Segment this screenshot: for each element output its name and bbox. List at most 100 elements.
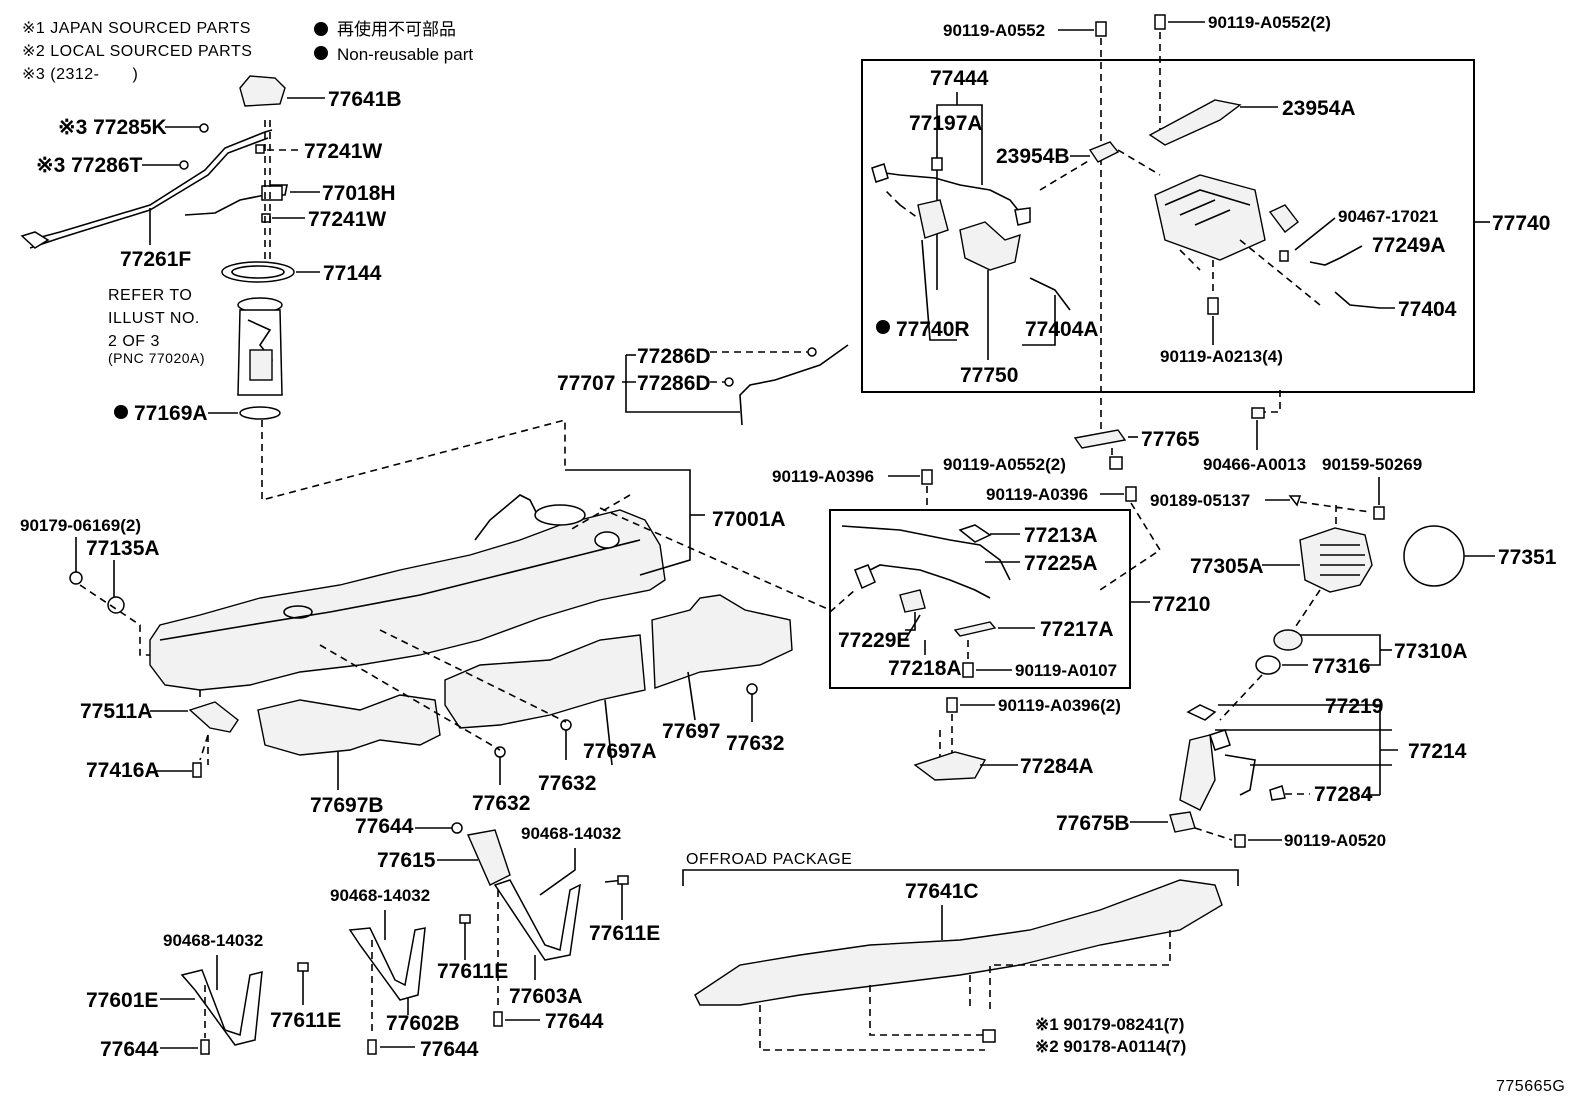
refer-line-4: (PNC 77020A) [108,350,205,366]
pump-cover-part [239,75,286,107]
label-77217A: 77217A [1040,618,1114,641]
label-77632-b: 77632 [538,772,596,795]
non-reusable-dot-icon [314,46,328,60]
label-77641B: 77641B [328,88,402,111]
label-77286T: ※3 77286T [36,154,143,177]
label-77284A: 77284A [1020,755,1094,778]
label-77229E: 77229E [838,629,910,652]
offroad-package-label: OFFROAD PACKAGE [686,851,852,868]
label-90119-A0552-c: 90119-A0552(2) [943,455,1066,474]
bracket-77765: 77765 90119-A0552(2) [943,428,1200,474]
fuel-door-housing-part [1299,527,1373,593]
label-90119-A0396-c: 90119-A0396(2) [998,696,1121,715]
label-77018H: 77018H [322,182,396,205]
label-90159-50269: 90159-50269 [1322,455,1422,474]
label-77511A: 77511A [80,700,152,723]
label-77611E-a: 77611E [589,922,660,945]
label-77241W-lower: 77241W [308,208,386,231]
label-77611E-b: 77611E [437,960,508,983]
label-77602B: 77602B [386,1012,460,1035]
heat-shield-77697B [257,694,441,756]
label-77601E: 77601E [86,989,158,1012]
label-90119-A0213: 90119-A0213(4) [1160,347,1283,366]
label-90468-14032-b: 90468-14032 [330,886,430,905]
label-77197A: 77197A [909,112,983,135]
label-90468-14032-c: 90468-14032 [163,931,263,950]
label-77697: 77697 [662,720,720,743]
label-77284: 77284 [1314,783,1373,806]
label-90178-A0114: ※2 90178-A0114(7) [1035,1037,1186,1056]
label-77603A: 77603A [509,985,583,1008]
refer-line-3: 2 OF 3 [108,333,160,350]
label-77611E-c: 77611E [270,1009,341,1032]
label-77707: 77707 [557,372,615,395]
tank-straps: 77644 77615 90468-14032 77611E 77603A 77… [86,815,660,1061]
fuel-tank-part [149,509,666,691]
label-77001A: 77001A [712,508,786,531]
label-23954A: 23954A [1282,97,1356,120]
label-77210: 77210 [1152,593,1210,616]
legend: ※1 JAPAN SOURCED PARTS ※2 LOCAL SOURCED … [22,19,473,83]
fuel-tank-group: 77001A [149,469,831,691]
label-77632-a: 77632 [472,792,530,815]
heat-shield-77697A [444,634,646,729]
label-77740: 77740 [1492,212,1550,235]
label-90467-17021: 90467-17021 [1338,207,1438,226]
fuel-pump-group: 77641B ※3 77285K 77261F 77241W ※3 77286T… [20,75,566,502]
label-77285K: ※3 77285K [58,116,167,139]
label-77740R: 77740R [896,318,970,341]
heat-shields: 77697B 77697A 77697 77632 77632 77632 [257,594,793,817]
label-77219: 77219 [1325,695,1383,718]
illustration-id: 775665G [1496,1078,1565,1095]
canister-group: 90119-A0552 90119-A0552(2) 77740 77444 7… [861,13,1550,474]
label-77644-d: 77644 [100,1038,159,1061]
label-77225A: 77225A [1024,552,1098,575]
refer-line-2: ILLUST NO. [108,310,200,327]
label-77310A: 77310A [1394,640,1468,663]
label-77641C: 77641C [905,880,979,903]
offroad-package-group: OFFROAD PACKAGE 77641C ※1 90179-08241(7)… [682,851,1239,1056]
label-90189-05137: 90189-05137 [1150,491,1250,510]
label-77644-a: 77644 [355,815,414,838]
non-reusable-dot-icon [114,405,128,419]
heat-shield-77697 [651,594,793,689]
canister-box [861,59,1475,393]
label-77261F: 77261F [120,248,191,271]
label-90466-A0013: 90466-A0013 [1203,455,1306,474]
left-fasteners: 90179-06169(2) 77135A 77511A 77416A [20,516,239,782]
label-77615: 77615 [377,849,436,872]
label-77675B: 77675B [1056,812,1130,835]
label-77218A: 77218A [888,657,962,680]
label-77351: 77351 [1498,546,1557,569]
label-77249A: 77249A [1372,234,1446,257]
legend-line-2: ※2 LOCAL SOURCED PARTS [22,43,252,60]
label-77241W-upper: 77241W [304,140,382,163]
label-90119-A0520: 90119-A0520 [1284,831,1386,850]
label-77213A: 77213A [1024,524,1098,547]
label-77444: 77444 [930,67,989,90]
label-23954B: 23954B [996,145,1070,168]
label-90119-A0552-b: 90119-A0552(2) [1208,13,1331,32]
label-77286D-lower: 77286D [637,372,711,395]
label-77632-c: 77632 [726,732,784,755]
label-77644-b: 77644 [545,1010,604,1033]
label-90468-14032-a: 90468-14032 [521,824,621,843]
label-77214: 77214 [1408,740,1467,763]
label-77765: 77765 [1141,428,1200,451]
bracket-77284A: 90119-A0396(2) 77284A [913,696,1121,781]
filler-pipe-group: 90119-A0396 90119-A0396 77210 77213A 772… [772,467,1210,689]
label-77697A: 77697A [583,740,657,763]
refer-line-1: REFER TO [108,287,192,304]
label-77404A: 77404A [1025,318,1099,341]
label-77416A: 77416A [86,759,160,782]
label-90179-08241: ※1 90179-08241(7) [1035,1015,1184,1034]
non-reusable-dot-icon [314,22,328,36]
skid-plate-part [694,879,1223,1006]
legend-line-1: ※1 JAPAN SOURCED PARTS [22,20,251,37]
non-reusable-dot-icon [876,320,890,334]
legend-en-nonreusable: Non-reusable part [337,45,473,64]
label-90119-A0396-b: 90119-A0396 [986,485,1088,504]
fuel-door-group: 90159-50269 90189-05137 77305A 77351 773… [1056,455,1557,850]
label-90119-A0396-a: 90119-A0396 [772,467,874,486]
